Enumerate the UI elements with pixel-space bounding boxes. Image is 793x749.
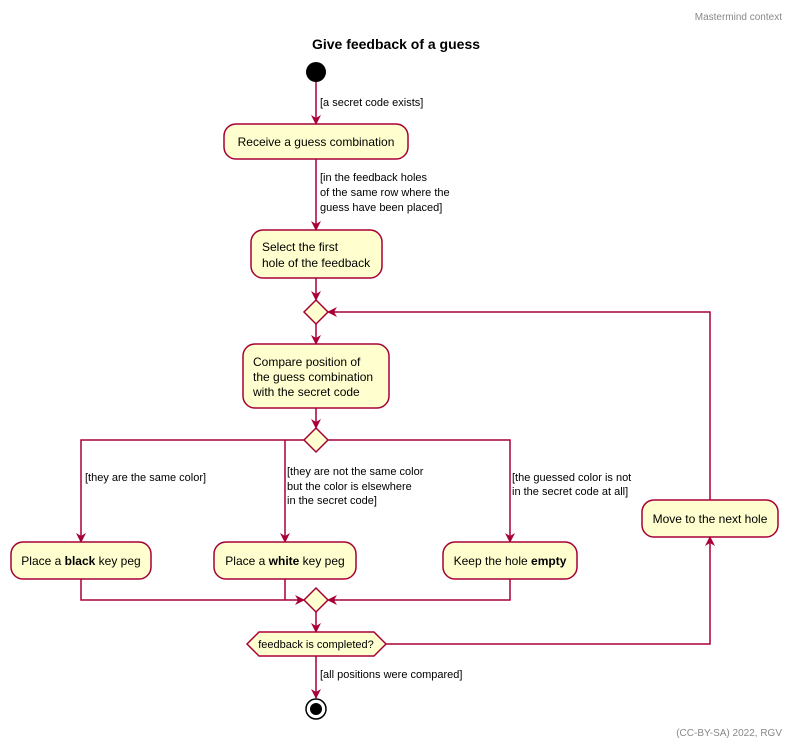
- decision-text: feedback is completed?: [258, 639, 374, 651]
- activity-place-white-text: Place a white key peg: [225, 554, 344, 568]
- edge-move-loop: [327, 307, 711, 500]
- edge-empty-merge: [327, 579, 511, 605]
- branch-merge-diamond: [302, 586, 330, 614]
- guard-not-in-code: [the guessed color is not in the secret …: [512, 472, 634, 498]
- edge-decision-move: [386, 536, 715, 645]
- activity-keep-empty-text: Keep the hole empty: [454, 554, 567, 568]
- edge-branch-empty: [328, 439, 515, 543]
- start-node: [306, 62, 326, 82]
- decision-feedback-completed: [245, 631, 388, 657]
- diagram-title: Give feedback of a guess: [312, 36, 480, 52]
- activity-move-text: Move to the next hole: [653, 512, 768, 526]
- activity-compare-text: Compare position of the guess combinatio…: [252, 355, 376, 399]
- activity-place-black-text: Place a black key peg: [21, 554, 140, 568]
- guard-in-feedback: [in the feedback holes of the same row w…: [320, 172, 453, 214]
- branch-diamond: [302, 426, 330, 454]
- footer-text: (CC-BY-SA) 2022, RGV: [676, 728, 782, 739]
- guard-all-compared: [all positions were compared]: [320, 669, 462, 681]
- guard-secret-exists: [a secret code exists]: [320, 97, 423, 109]
- guard-same-color: [they are the same color]: [85, 472, 206, 484]
- activity-select-text: Select the first hole of the feedback: [262, 240, 371, 270]
- edge-black-merge: [80, 579, 305, 605]
- activity-select-hole: [250, 229, 383, 279]
- header-text: Mastermind context: [695, 12, 782, 23]
- loop-merge-diamond: [302, 298, 330, 326]
- edge-branch-black: [76, 439, 304, 543]
- end-node-inner: [310, 703, 322, 715]
- activity-receive-text: Receive a guess combination: [238, 135, 395, 149]
- guard-not-same-color: [they are not the same color but the col…: [287, 466, 426, 507]
